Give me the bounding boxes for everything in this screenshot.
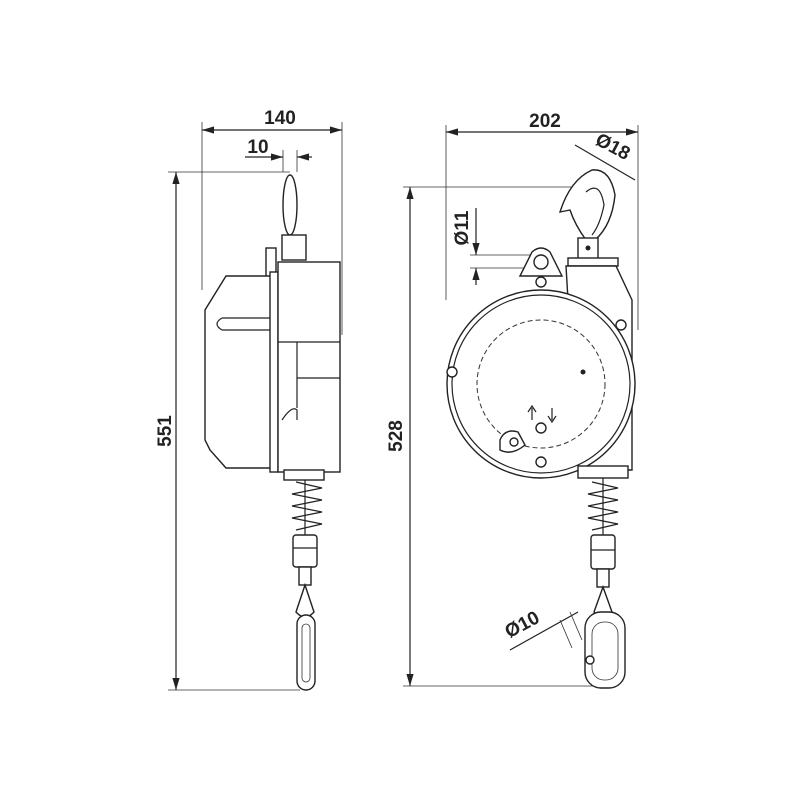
dimension-eye-diameter: Ø11 xyxy=(452,208,535,285)
dimension-551: 551 xyxy=(155,171,300,691)
dimension-label-hook: Ø18 xyxy=(592,129,634,164)
side-view: 140 10 551 xyxy=(155,108,343,691)
dimension-hook-diameter: Ø18 xyxy=(574,129,636,181)
dimension-label-width: 140 xyxy=(264,108,296,129)
side-body xyxy=(204,174,341,481)
front-view: 202 528 Ø18 Ø11 Ø10 xyxy=(386,111,639,689)
dimension-label-height: 528 xyxy=(386,420,407,452)
dimension-label-offset: 10 xyxy=(247,137,268,158)
dimension-10: 10 xyxy=(245,137,312,172)
dimension-140: 140 xyxy=(201,108,343,335)
front-body xyxy=(446,169,636,479)
dimension-label-width: 202 xyxy=(529,111,561,132)
dimension-carabiner-diameter: Ø10 xyxy=(502,607,583,651)
dimension-202: 202 xyxy=(445,111,639,330)
side-spring xyxy=(291,480,323,691)
dimension-label-height: 551 xyxy=(155,415,176,447)
dimension-label-eye: Ø11 xyxy=(452,210,473,245)
dimension-528: 528 xyxy=(386,186,600,687)
front-spring xyxy=(584,478,626,689)
dimension-label-carabiner: Ø10 xyxy=(502,607,544,642)
